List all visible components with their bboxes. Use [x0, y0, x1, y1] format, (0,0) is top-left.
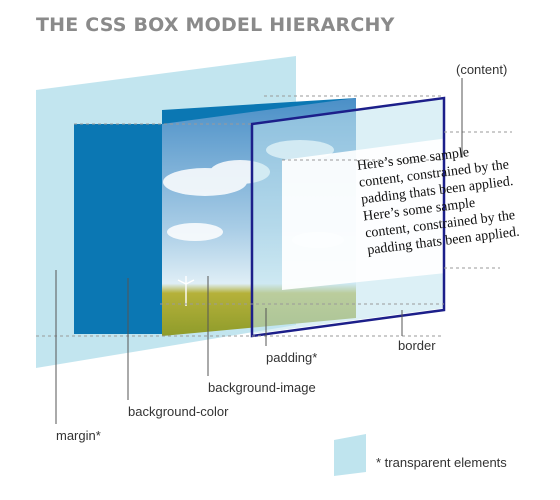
- background-color-label: background-color: [128, 404, 229, 419]
- background-image-label: background-image: [208, 380, 316, 395]
- content-box: [282, 132, 494, 290]
- legend-swatch: [334, 434, 366, 476]
- wind-turbine-icon: [177, 276, 195, 306]
- diagram-title: THE CSS BOX MODEL HIERARCHY: [36, 14, 395, 36]
- margin-label: margin*: [56, 428, 101, 443]
- content-label: (content): [456, 62, 508, 77]
- background-color-layer: [74, 124, 162, 334]
- border-box: [250, 96, 446, 338]
- guide-lines: [36, 95, 512, 337]
- padding-label: padding*: [266, 350, 318, 365]
- border-label: border: [398, 338, 436, 353]
- leader-lines: [55, 78, 463, 424]
- sample-content-text: Here’s some sample content, constrained …: [356, 145, 521, 259]
- legend-text: * transparent elements: [376, 455, 507, 470]
